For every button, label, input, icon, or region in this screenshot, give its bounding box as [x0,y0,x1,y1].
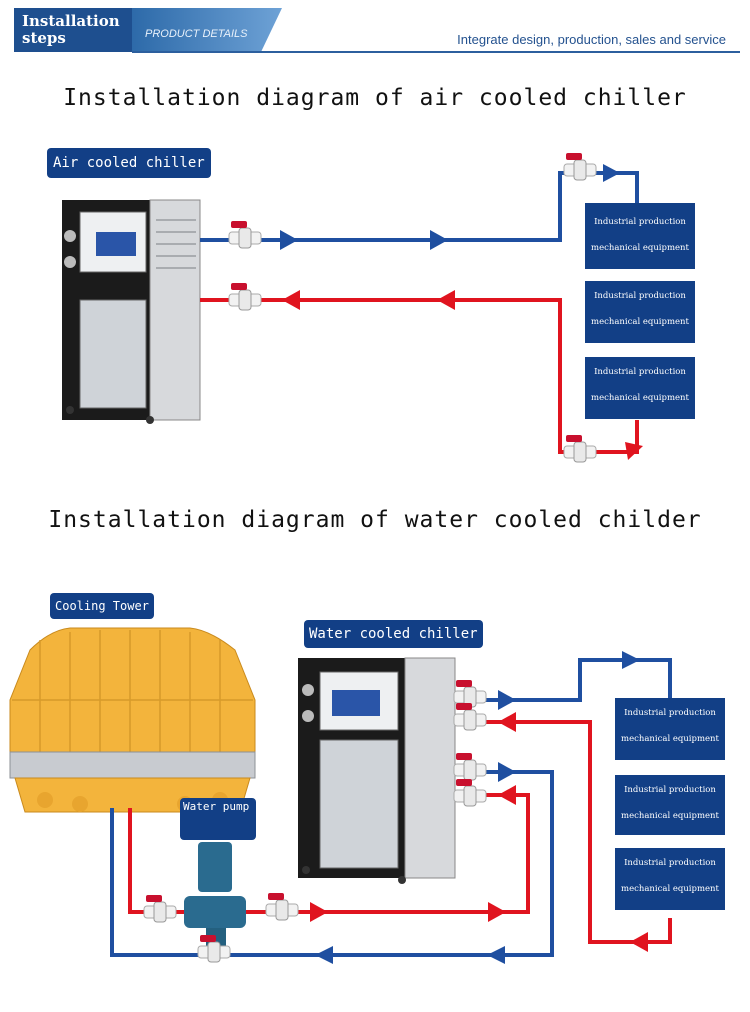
cooling-tower [9,627,256,813]
water-equipment-1: Industrial production mechanical equipme… [615,698,725,760]
water-chiller-label: Water cooled chiller [304,620,483,648]
cooling-tower-label: Cooling Tower [50,593,154,619]
equipment-line1: Industrial production [624,858,716,868]
equipment-line2: mechanical equipment [591,393,689,403]
banner-strip [132,8,282,52]
water-equipment-2: Industrial production mechanical equipme… [615,775,725,835]
air-chiller-label: Air cooled chiller [47,148,211,178]
water-chiller-unit [298,657,456,884]
air-chiller-unit [62,199,201,424]
equipment-line2: mechanical equipment [621,884,719,894]
water-pump [184,842,246,948]
banner-subtitle: PRODUCT DETAILS [145,28,248,40]
air-supply-pipe [200,171,639,242]
banner-slogan: Integrate design, production, sales and … [457,32,726,47]
steps-badge: Installation steps [14,8,132,52]
water-diagram-title: Installation diagram of water cooled chi… [48,507,702,533]
air-return-pipe [200,298,639,454]
water-supply-pipes [110,658,672,957]
air-equipment-2: Industrial production mechanical equipme… [585,281,695,343]
water-equipment-3: Industrial production mechanical equipme… [615,848,725,910]
equipment-line2: mechanical equipment [591,243,689,253]
equipment-line2: mechanical equipment [621,734,719,744]
equipment-line1: Industrial production [624,708,716,718]
air-diagram-title: Installation diagram of air cooled chill… [63,85,687,111]
banner-divider [132,51,740,53]
equipment-line1: Industrial production [594,217,686,227]
air-equipment-3: Industrial production mechanical equipme… [585,357,695,419]
equipment-line2: mechanical equipment [591,317,689,327]
water-pump-label: Water pump [180,798,256,840]
equipment-line1: Industrial production [624,785,716,795]
equipment-line1: Industrial production [594,367,686,377]
air-equipment-1: Industrial production mechanical equipme… [585,203,695,269]
equipment-line2: mechanical equipment [621,811,719,821]
equipment-line1: Industrial production [594,291,686,301]
